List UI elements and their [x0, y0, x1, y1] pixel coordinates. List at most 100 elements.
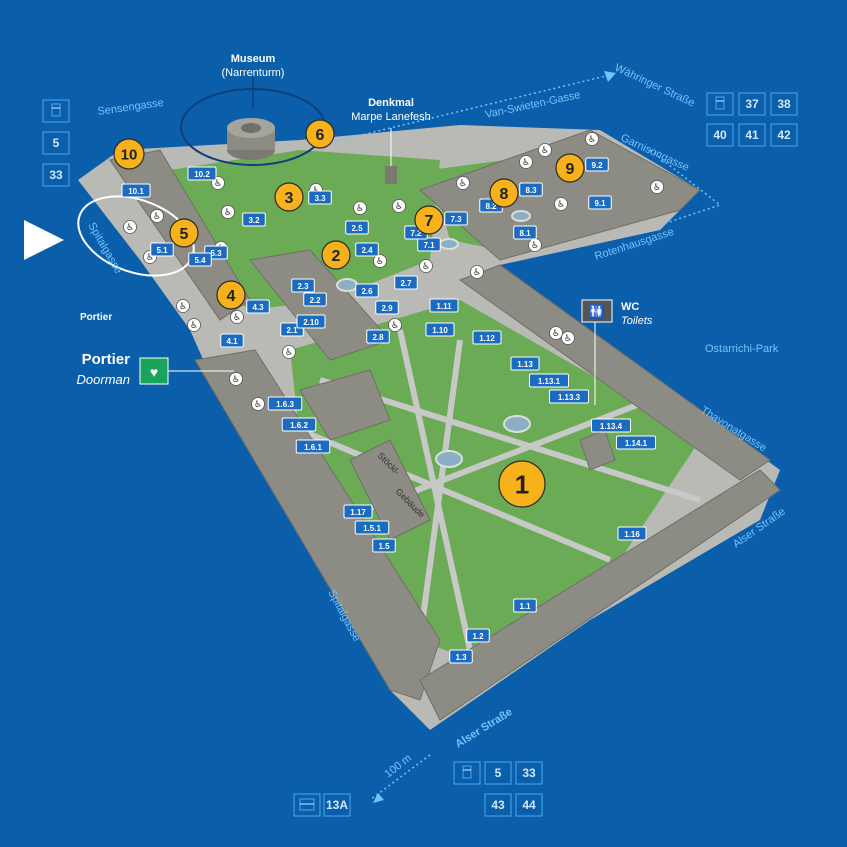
wheelchair-icon: ♿ — [549, 326, 563, 340]
building-east-wing — [458, 264, 771, 481]
courtyard-marker-5[interactable]: 5 — [169, 218, 199, 248]
building-tag-1-13[interactable]: 1.13 — [510, 356, 540, 371]
line-box[interactable]: 44 — [515, 793, 543, 817]
building-tag-1-5-1[interactable]: 1.5.1 — [354, 520, 390, 535]
building-tag-9-2[interactable]: 9.2 — [585, 157, 609, 172]
building-tag-3-2[interactable]: 3.2 — [242, 212, 266, 227]
building-tag-label: 2.4 — [361, 246, 373, 255]
courtyard-marker-3[interactable]: 3 — [274, 182, 304, 212]
building-tag-2-8[interactable]: 2.8 — [366, 329, 390, 344]
building-tag-2-9[interactable]: 2.9 — [375, 300, 399, 315]
building-tag-1-10[interactable]: 1.10 — [425, 322, 455, 337]
wheelchair-icon: ♿ — [538, 143, 552, 157]
building-tag-1-13-1[interactable]: 1.13.1 — [529, 373, 569, 388]
line-box[interactable]: 40 — [706, 123, 734, 147]
building-tag-8-1[interactable]: 8.1 — [513, 225, 537, 240]
line-box[interactable]: 37 — [738, 92, 766, 116]
line-box[interactable]: 43 — [484, 793, 512, 817]
svg-text:♿: ♿ — [254, 400, 262, 410]
building-tag-label: 1.1 — [519, 602, 531, 611]
building-tag-label: 5.3 — [210, 249, 222, 258]
dotted-line-garnison — [649, 149, 722, 226]
building-tag-1-6-3[interactable]: 1.6.3 — [267, 396, 303, 411]
svg-text:♿: ♿ — [541, 146, 549, 156]
building-west-wing — [194, 349, 441, 701]
courtyard-marker-6[interactable]: 6 — [305, 119, 335, 149]
line-box-label: 41 — [745, 128, 759, 142]
building-tag-2-2[interactable]: 2.2 — [303, 292, 327, 307]
building-tag-2-4[interactable]: 2.4 — [355, 242, 379, 257]
building-tag-label: 8.3 — [525, 186, 537, 195]
svg-text:♿: ♿ — [473, 268, 481, 278]
building-tag-1-2[interactable]: 1.2 — [466, 628, 490, 643]
wheelchair-icon: ♿ — [123, 220, 137, 234]
building-tag-5-4[interactable]: 5.4 — [188, 252, 212, 267]
wheelchair-icon: ♿ — [561, 331, 575, 345]
building-tag-5-1[interactable]: 5.1 — [150, 242, 174, 257]
building-tag-1-13-3[interactable]: 1.13.3 — [549, 389, 589, 404]
building-tag-10-1[interactable]: 10.1 — [121, 183, 151, 198]
building-tag-2-3[interactable]: 2.3 — [291, 278, 315, 293]
building-tag-1-14-1[interactable]: 1.14.1 — [616, 435, 656, 450]
building-tag-label: 9.1 — [594, 199, 606, 208]
building-tag-label: 1.13.1 — [538, 377, 561, 386]
building-tag-4-1[interactable]: 4.1 — [220, 333, 244, 348]
building-tag-1-6-2[interactable]: 1.6.2 — [281, 417, 317, 432]
line-box[interactable]: 33 — [42, 163, 70, 187]
building-tag-1-12[interactable]: 1.12 — [472, 330, 502, 345]
line-box[interactable]: 5 — [42, 131, 70, 155]
line-box[interactable]: 41 — [738, 123, 766, 147]
courtyard-marker-9[interactable]: 9 — [555, 153, 585, 183]
building-tag-1-1[interactable]: 1.1 — [513, 598, 537, 613]
line-box[interactable]: 38 — [770, 92, 798, 116]
svg-text:♿: ♿ — [233, 313, 241, 323]
line-box-label: 42 — [777, 128, 791, 142]
building-tag-9-1[interactable]: 9.1 — [588, 195, 612, 210]
path-4 — [298, 427, 612, 563]
courtyard-marker-1[interactable]: 1 — [498, 460, 546, 508]
wheelchair-icon: ♿ — [353, 201, 367, 215]
building-tag-1-5[interactable]: 1.5 — [372, 538, 396, 553]
courtyard-number: 4 — [227, 288, 236, 305]
building-tag-2-10[interactable]: 2.10 — [296, 314, 326, 329]
courtyard-marker-8[interactable]: 8 — [489, 178, 519, 208]
courtyard-marker-4[interactable]: 4 — [216, 280, 246, 310]
courtyard-marker-10[interactable]: 10 — [113, 138, 145, 170]
street-sensengasse: Sensengasse — [97, 97, 165, 118]
building-tag-7-3[interactable]: 7.3 — [444, 211, 468, 226]
building-tag-10-2[interactable]: 10.2 — [187, 166, 217, 181]
building-tag-1-17[interactable]: 1.17 — [343, 504, 373, 519]
tram-icon — [706, 92, 734, 116]
line-box-label: 43 — [491, 798, 505, 812]
courtyard-marker-2[interactable]: 2 — [321, 240, 351, 270]
building-tag-7-1[interactable]: 7.1 — [417, 237, 441, 252]
line-box-label: 33 — [522, 766, 536, 780]
building-tag-2-5[interactable]: 2.5 — [345, 220, 369, 235]
bus-line-box[interactable]: 13A — [323, 793, 351, 817]
building-tag-8-3[interactable]: 8.3 — [519, 182, 543, 197]
building-tag-label: 2.6 — [361, 287, 373, 296]
wheelchair-icon: ♿ — [251, 397, 265, 411]
building-tag-2-6[interactable]: 2.6 — [355, 283, 379, 298]
fountains — [336, 210, 531, 468]
building-tag-1-13-4[interactable]: 1.13.4 — [591, 418, 631, 433]
building-tag-1-6-1[interactable]: 1.6.1 — [295, 439, 331, 454]
tram-icon — [42, 99, 70, 123]
denkmal-title: Denkmal — [368, 97, 414, 109]
street-waehringer: Währinger Straße — [613, 62, 697, 110]
building-tag-1-3[interactable]: 1.3 — [449, 649, 473, 664]
building-tag-1-11[interactable]: 1.11 — [429, 298, 459, 313]
svg-text:♿: ♿ — [391, 321, 399, 331]
line-box[interactable]: 42 — [770, 123, 798, 147]
line-box[interactable]: 5 — [484, 761, 512, 785]
building-tag-label: 1.5 — [378, 542, 390, 551]
dotted-lines — [319, 74, 722, 801]
courtyard-marker-7[interactable]: 7 — [414, 205, 444, 235]
line-box[interactable]: 33 — [515, 761, 543, 785]
building-tag-4-3[interactable]: 4.3 — [246, 299, 270, 314]
building-tag-3-3[interactable]: 3.3 — [308, 190, 332, 205]
building-tag-2-7[interactable]: 2.7 — [394, 275, 418, 290]
entrance-arrow-icon — [24, 220, 64, 260]
building-tag-1-16[interactable]: 1.16 — [617, 526, 647, 541]
